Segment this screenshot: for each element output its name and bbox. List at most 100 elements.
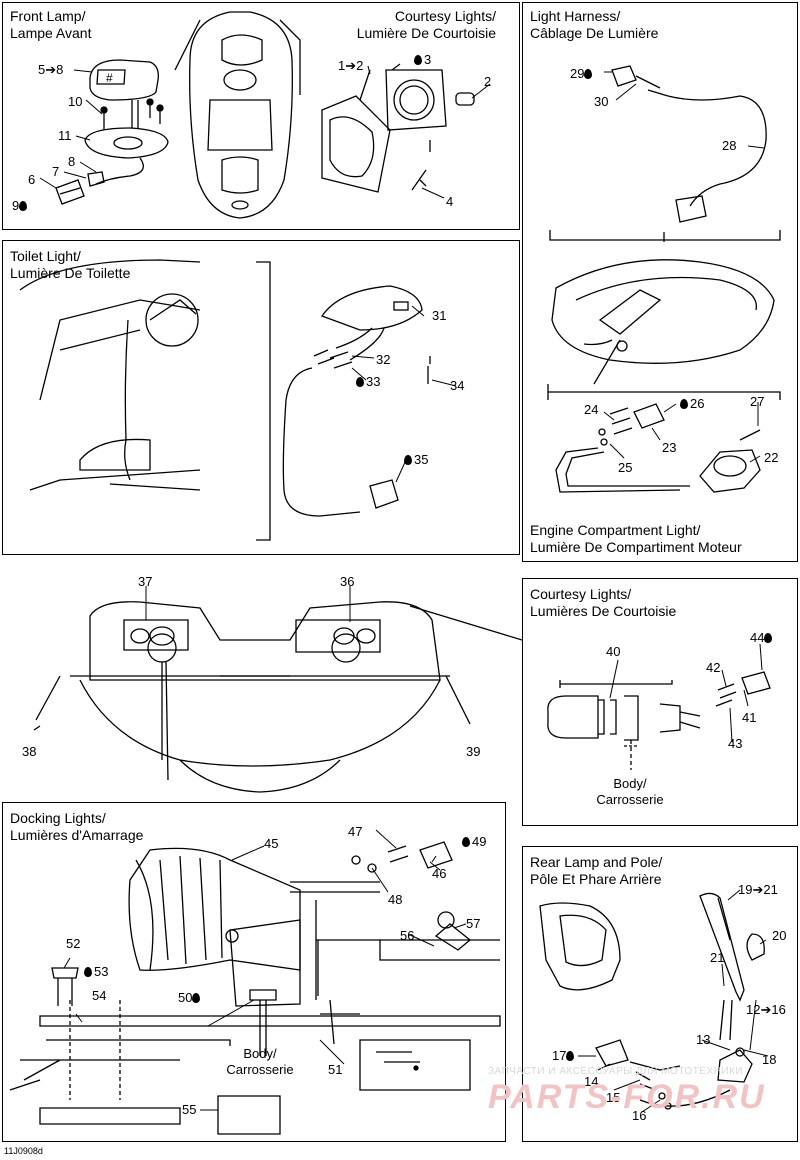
callout-1-2: 1➔2 <box>338 58 364 73</box>
callout-51: 51 <box>328 1062 343 1077</box>
sealant-drop-icon <box>566 1051 575 1061</box>
callout-53-text: 53 <box>94 964 109 979</box>
callout-32: 32 <box>376 352 391 367</box>
callout-41: 41 <box>742 710 757 725</box>
callout-56: 56 <box>400 928 415 943</box>
callout-29: 29 <box>570 66 594 81</box>
callout-39: 39 <box>466 744 481 759</box>
sealant-drop-icon <box>356 377 364 387</box>
callout-48: 48 <box>388 892 403 907</box>
panel-courtesy-right <box>522 578 798 826</box>
callout-3: 3 <box>414 52 431 67</box>
courtesy-light-right-drawing <box>547 671 771 770</box>
callout-50-text: 50 <box>178 990 193 1005</box>
engine-compartment-title: Engine Compartment Light/ Lumière De Com… <box>530 522 742 555</box>
callout-11: 11 <box>58 128 72 143</box>
rear-lamp-drawing <box>539 892 765 1110</box>
callout-55: 55 <box>182 1102 197 1117</box>
callout-35-text: 35 <box>414 452 429 467</box>
callout-26-text: 26 <box>690 396 705 411</box>
sealant-drop-icon <box>764 633 773 643</box>
front-lamp-drawing: # <box>55 59 169 205</box>
callout-40: 40 <box>606 644 621 659</box>
callout-22: 22 <box>764 450 779 465</box>
callout-4: 4 <box>446 194 454 209</box>
callout-35: 35 <box>404 452 428 467</box>
sealant-drop-icon <box>414 55 422 65</box>
callout-15: 15 <box>606 1090 621 1105</box>
callout-44-text: 44 <box>750 630 765 645</box>
callout-24: 24 <box>584 402 599 417</box>
callout-18: 18 <box>762 1052 777 1067</box>
callout-21: 21 <box>710 950 725 965</box>
sealant-drop-icon <box>462 837 470 847</box>
rear-lamp-title: Rear Lamp and Pole/ Pôle Et Phare Arrièr… <box>530 854 663 887</box>
callout-23: 23 <box>662 440 677 455</box>
courtesy-body-label: Body/ Carrosserie <box>596 776 664 807</box>
callout-57: 57 <box>466 916 481 931</box>
callout-47: 47 <box>348 824 363 839</box>
callout-45: 45 <box>264 836 279 851</box>
svg-text:#: # <box>106 71 113 85</box>
boat-front-view <box>33 601 523 793</box>
courtesy-top-title: Courtesy Lights/ Lumière De Courtoisie <box>356 8 496 41</box>
callout-12-16: 12➔16 <box>746 1002 786 1017</box>
docking-body-label: Body/ Carrosserie <box>226 1046 294 1077</box>
callout-16: 16 <box>632 1108 647 1123</box>
callout-46: 46 <box>432 866 447 881</box>
callout-13: 13 <box>696 1032 711 1047</box>
callout-9: 9 <box>12 198 29 213</box>
toilet-light-drawing <box>19 259 431 541</box>
panel-rear-lamp <box>522 846 798 1142</box>
callout-8: 8 <box>68 154 76 169</box>
callout-9-text: 9 <box>12 198 20 213</box>
sealant-drop-icon <box>19 201 28 211</box>
callout-49: 49 <box>462 834 486 849</box>
callout-33-text: 33 <box>366 374 381 389</box>
watermark-caption: ЗАПЧАСТИ И АКСЕССУАРЫ ДЛЯ МОТОТЕХНИКИ <box>488 1066 744 1077</box>
callout-2: 2 <box>484 74 492 89</box>
callout-17: 17 <box>552 1048 576 1063</box>
callout-49-text: 49 <box>472 834 487 849</box>
engine-hull-drawing <box>547 259 781 400</box>
light-harness-drawing <box>549 65 781 242</box>
leader-lines <box>39 65 769 1113</box>
hull-top-view <box>174 11 301 219</box>
callout-54: 54 <box>92 988 107 1003</box>
callout-30: 30 <box>594 94 609 109</box>
callout-36: 36 <box>340 574 355 589</box>
light-harness-title: Light Harness/ Câblage De Lumière <box>530 8 659 41</box>
callout-43: 43 <box>728 736 743 751</box>
sealant-drop-icon <box>84 967 92 977</box>
callout-26: 26 <box>680 396 704 411</box>
panel-toilet-light <box>2 240 520 555</box>
sealant-drop-icon <box>404 455 412 465</box>
callout-7: 7 <box>52 164 60 179</box>
callout-33: 33 <box>356 374 380 389</box>
callout-25: 25 <box>618 460 633 475</box>
callout-52: 52 <box>66 936 81 951</box>
callout-6: 6 <box>28 172 36 187</box>
callout-34: 34 <box>450 378 465 393</box>
front-lamp-title: Front Lamp/ Lampe Avant <box>10 8 92 41</box>
callout-44: 44 <box>750 630 774 645</box>
callout-50: 50 <box>178 990 202 1005</box>
callout-28: 28 <box>722 138 737 153</box>
engine-light-parts <box>555 403 761 493</box>
callout-31: 31 <box>432 308 447 323</box>
callout-53: 53 <box>84 964 108 979</box>
docking-lights-title: Docking Lights/ Lumières d'Amarrage <box>10 810 144 843</box>
callout-5-8: 5➔8 <box>38 62 64 77</box>
callout-3-text: 3 <box>424 52 432 67</box>
courtesy-light-top-drawing <box>321 63 475 193</box>
callout-14: 14 <box>584 1074 599 1089</box>
callout-38: 38 <box>22 744 37 759</box>
toilet-light-title: Toilet Light/ Lumière De Toilette <box>10 248 131 281</box>
sealant-drop-icon <box>584 69 593 79</box>
callout-42: 42 <box>706 660 721 675</box>
callout-10: 10 <box>68 94 83 109</box>
courtesy-right-title: Courtesy Lights/ Lumières De Courtoisie <box>530 586 677 619</box>
watermark-logo: PARTS-FOR.RU <box>488 1078 766 1116</box>
callout-19-21: 19➔21 <box>738 882 778 897</box>
